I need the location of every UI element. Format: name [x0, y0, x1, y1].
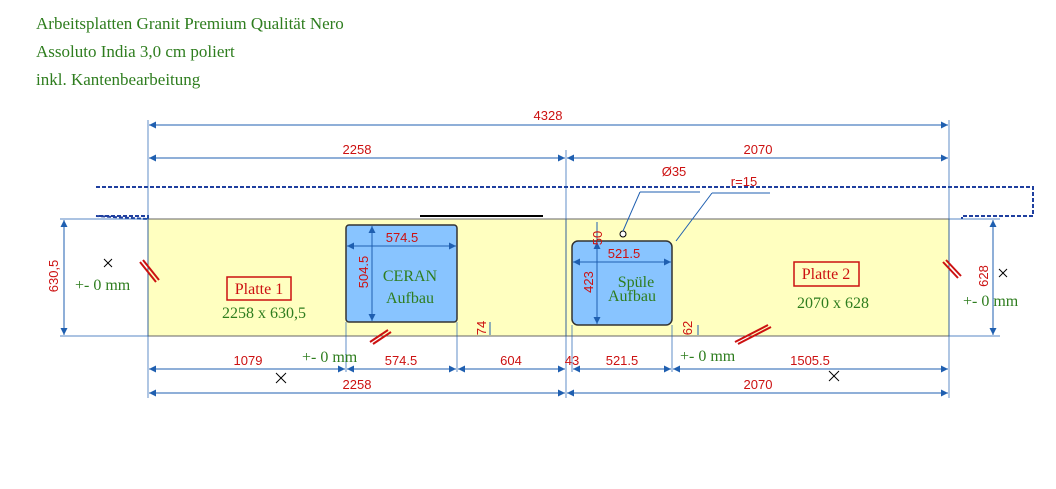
dim-cooktop-gap: 74 — [474, 321, 489, 335]
cooktop-label-line2: Aufbau — [386, 290, 434, 307]
plate-1-label-box — [226, 276, 292, 301]
dim-cooktop-width: 574.5 — [386, 230, 419, 245]
dim-top-right: 2070 — [744, 142, 773, 157]
plate-2-size: 2070 x 628 — [797, 295, 869, 312]
dim-bottom-43: 43 — [565, 353, 579, 368]
dim-bottom-1505-5: 1505.5 — [790, 353, 830, 368]
dim-bottom-521-5: 521.5 — [606, 353, 639, 368]
tolerance-right: +- 0 mm — [963, 293, 1019, 310]
dim-sink-top: 50 — [590, 231, 605, 245]
cooktop-label-line1: CERAN — [383, 268, 438, 285]
tap-hole — [619, 230, 627, 238]
dimension-lines — [60, 121, 997, 397]
tolerance-bottom-left: +- 0 mm — [302, 349, 358, 366]
plate-1-label: Platte 1 — [235, 281, 283, 298]
plate-1-size: 2258 x 630,5 — [222, 305, 306, 322]
sink-label-line2: Aufbau — [608, 288, 656, 305]
title-line-3: inkl. Kantenbearbeitung — [36, 70, 201, 89]
reference-crosses — [103, 258, 1008, 384]
dim-radius: r=15 — [731, 174, 757, 189]
extension-lines — [60, 120, 1000, 398]
tolerance-left: +- 0 mm — [75, 277, 131, 294]
plate-2-label-box — [793, 261, 860, 287]
plate-2-label: Platte 2 — [802, 266, 850, 283]
tolerance-bottom-right: +- 0 mm — [680, 348, 736, 365]
dim-bottom-574-5: 574.5 — [385, 353, 418, 368]
dim-sink-width: 521.5 — [608, 246, 641, 261]
dim-cooktop-depth: 504.5 — [356, 256, 371, 289]
dim-total: 4328 — [534, 108, 563, 123]
dim-right-height: 628 — [976, 265, 991, 287]
dim-bottom-left-total: 2258 — [343, 377, 372, 392]
dim-sink-depth: 423 — [581, 271, 596, 293]
dim-bottom-604: 604 — [500, 353, 522, 368]
wall-outline — [95, 186, 1034, 221]
title-line-2: Assoluto India 3,0 cm poliert — [36, 42, 235, 61]
dim-sink-gap: 62 — [680, 321, 695, 335]
sink-label-line1: Spüle — [618, 274, 654, 291]
seam-marks — [139, 259, 962, 345]
title-line-1: Arbeitsplatten Granit Premium Qualität N… — [36, 14, 344, 33]
dim-bottom-right-total: 2070 — [744, 377, 773, 392]
dim-top-left: 2258 — [343, 142, 372, 157]
dim-left-height: 630,5 — [46, 260, 61, 293]
dim-bottom-1079: 1079 — [234, 353, 263, 368]
dim-hole-diameter: Ø35 — [662, 164, 687, 179]
